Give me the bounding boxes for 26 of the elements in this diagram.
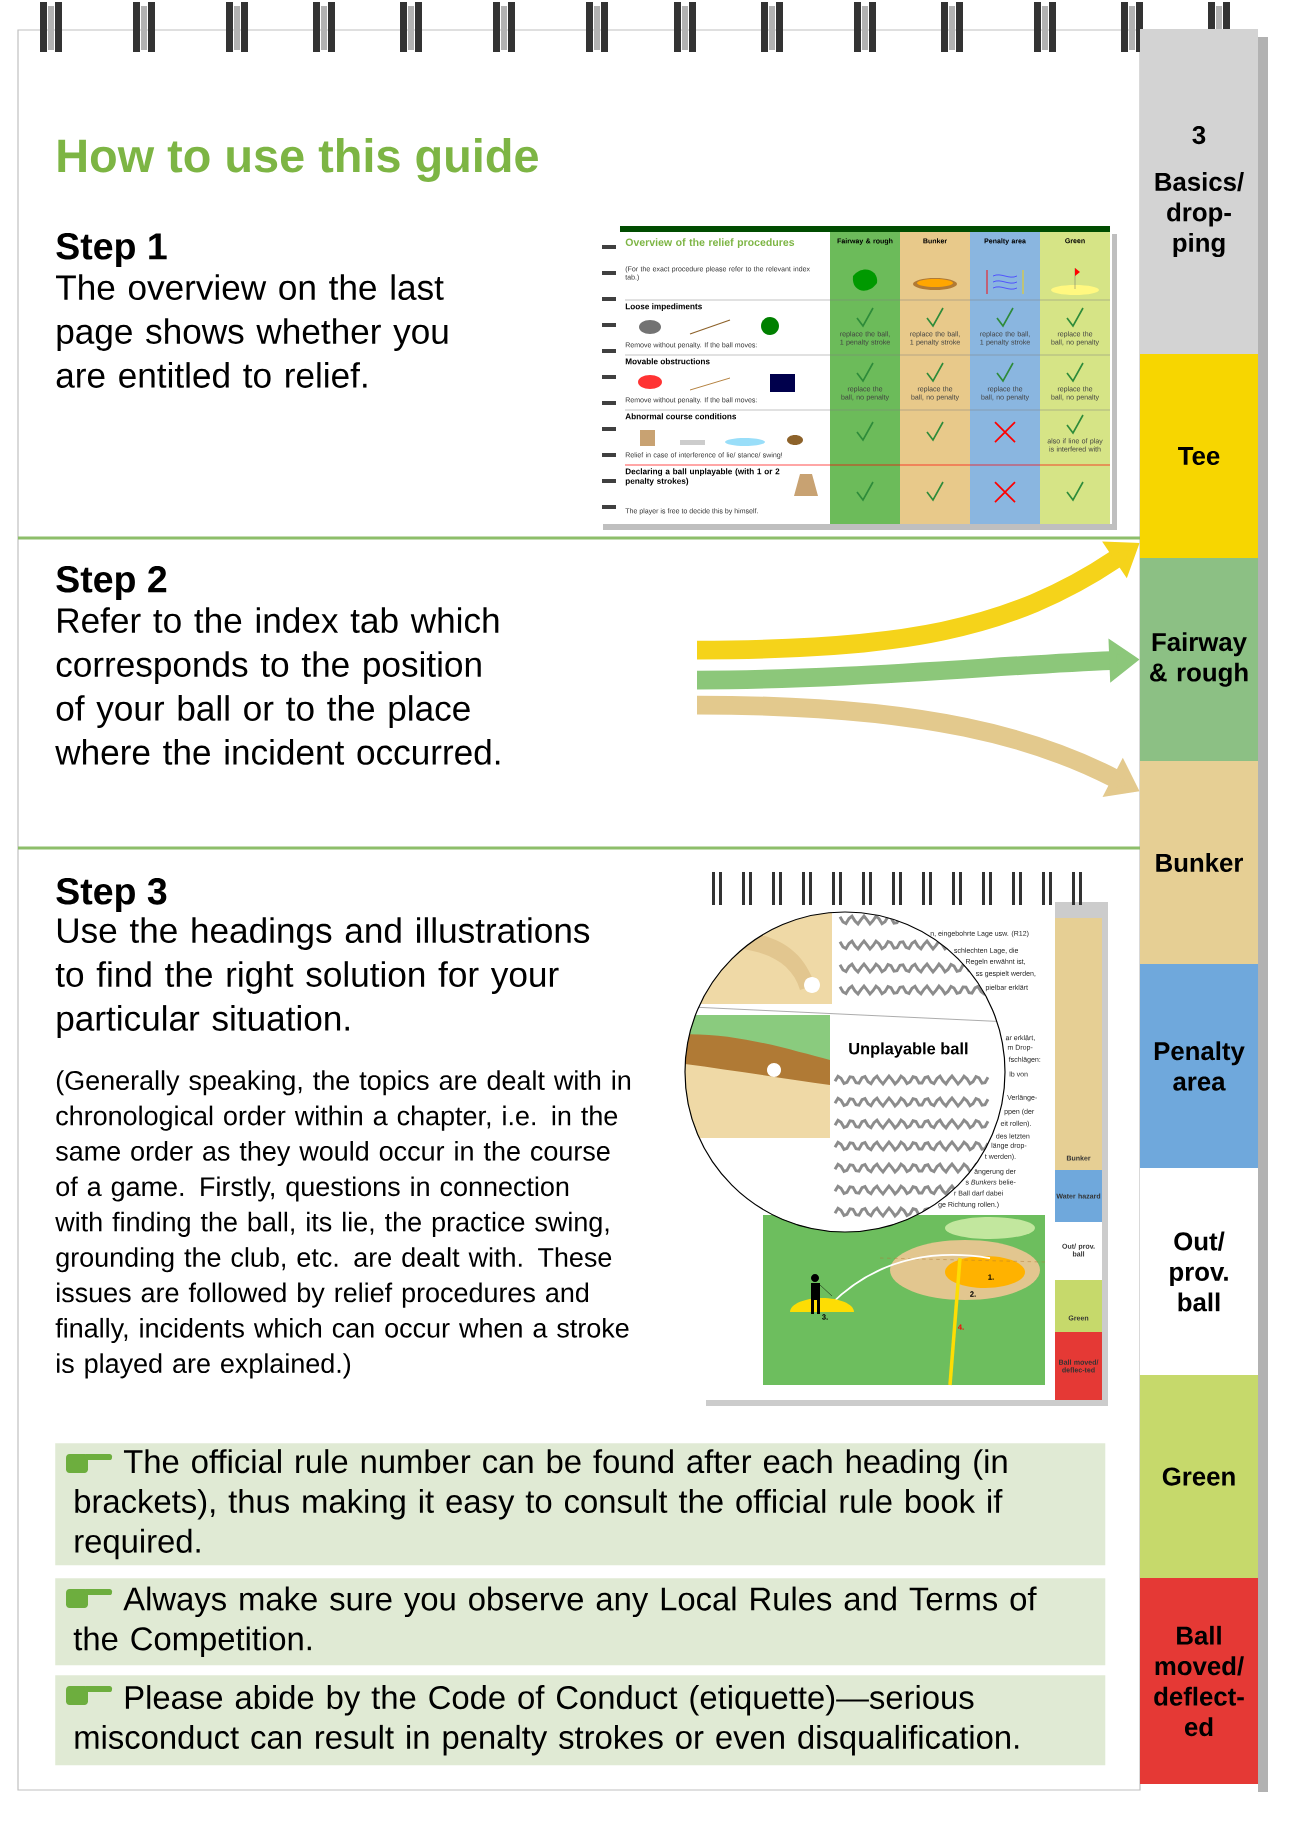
body-text: The overview on the last page shows whether you are entitled to relief. xyxy=(56,274,448,388)
row-heading: Loose impediments xyxy=(625,303,702,311)
body-text: Use the headings and illustrations to find the right solution for your particular situation. xyxy=(55,917,590,1038)
row-heading: Movable obstructions xyxy=(625,358,710,365)
index-tab: Green xyxy=(1140,1375,1258,1578)
index-tab: Penalty area xyxy=(1140,964,1258,1168)
tip-box: Always make sure you observe any Local Rules and Terms of the Competition. xyxy=(55,1578,1106,1666)
tip-box: The official rule number can be found after each heading (in brackets), thus making it easy to consult the official rule book if required. xyxy=(55,1443,1106,1566)
table-title: Overview of the relief procedures xyxy=(625,238,795,249)
index-tab: Bunker xyxy=(1140,761,1258,964)
title: How to use this guide xyxy=(58,138,538,182)
index-tab: Tee xyxy=(1140,354,1258,558)
step-heading: Step 1 xyxy=(56,233,167,267)
section-heading: Unplayable ball xyxy=(849,1042,968,1058)
tip-box: Please abide by the Code of Conduct (etiquette)—serious misconduct can result in penalty strokes or even disqualification. xyxy=(55,1675,1106,1766)
body-text: (Generally speaking, the topics are dealt with in chronological order within a chapter, i.e. in the same order as they would occur in the course of a game. Firstly, questions in connection with finding the ball, its lie, the practice swing, grounding the club, etc. are dealt with. These issues are followed by relief procedures and finally, incidents which can occur when a stroke is played are explained.) xyxy=(55,1070,631,1379)
index-tab: Ball moved/ deflect-ed xyxy=(1140,1578,1258,1784)
node-label: Out/ prov. ball xyxy=(1170,1231,1228,1312)
step-heading: Step 3 xyxy=(56,878,167,912)
step-heading: Step 2 xyxy=(56,566,167,600)
body-text: Refer to the index tab which corresponds to the position of your ball or to the place where the incident occurred. xyxy=(55,607,500,765)
index-tab: Fairway & rough xyxy=(1140,558,1258,761)
row-heading: Declaring a ball unplayable (with 1 or 2 penalty strokes) xyxy=(625,468,780,486)
row-heading: Abnormal course conditions xyxy=(625,413,737,420)
index-tab: Out/ prov. ball xyxy=(1140,1168,1258,1375)
index-tab: 3 Basics/ drop-ping xyxy=(1140,29,1258,354)
